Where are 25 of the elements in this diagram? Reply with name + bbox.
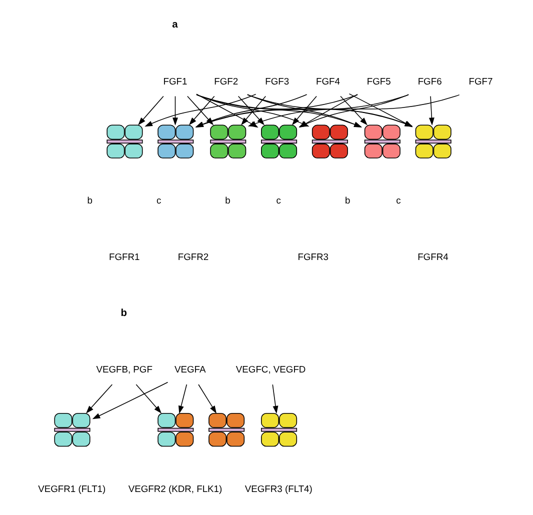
label: FGFR3 (298, 250, 328, 262)
node-text: FGF1 (163, 75, 188, 86)
node-text: VEGFA (174, 364, 206, 375)
label: a (172, 20, 178, 31)
label: c (396, 194, 401, 206)
label: b (225, 194, 230, 206)
node-text: FGF7 (468, 75, 493, 86)
label: FGFR2 (178, 250, 209, 262)
node-text: VEGFB, PGF (96, 364, 152, 375)
label: FGFR4 (418, 250, 448, 262)
label: VEGFR2 (KDR, FLK1) (128, 482, 222, 494)
label: b (120, 308, 128, 319)
label: b (87, 194, 92, 206)
node-text: FGF2 (214, 75, 238, 86)
label: b (344, 194, 350, 206)
node-text: FGF3 (265, 75, 290, 86)
label: c (156, 194, 162, 206)
node-text: FGF6 (418, 75, 442, 86)
label: FGFR1 (108, 250, 140, 262)
node-text: VEGFC, VEGFD (236, 364, 306, 375)
label: VEGFR3 (FLT4) (244, 482, 312, 494)
label: c (276, 194, 281, 206)
node-text: FGF5 (366, 75, 391, 86)
label: VEGFR1 (FLT1) (38, 482, 106, 494)
node-text: FGF4 (316, 75, 340, 86)
